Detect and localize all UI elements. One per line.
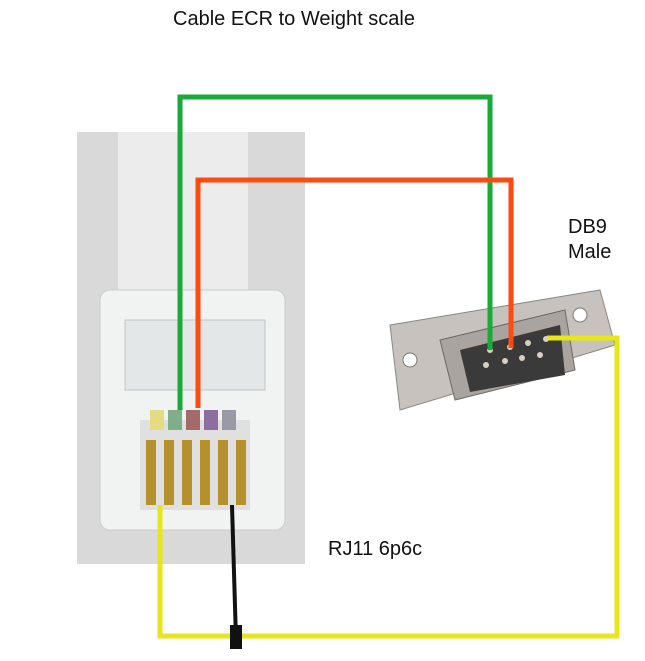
db9-sublabel: Male xyxy=(568,241,612,263)
yellow-wire xyxy=(157,335,620,639)
orange-wire xyxy=(195,177,514,408)
rj11-connector-image xyxy=(77,132,305,564)
db9-connector-image xyxy=(389,289,616,411)
black-wire xyxy=(230,504,238,641)
diagram-title: Cable ECR to Weight scale xyxy=(173,8,415,30)
green-wire xyxy=(177,94,493,410)
ground-terminal xyxy=(230,625,242,649)
rj11-label: RJ11 6p6c xyxy=(328,538,423,560)
db9-label: DB9 xyxy=(568,216,607,238)
